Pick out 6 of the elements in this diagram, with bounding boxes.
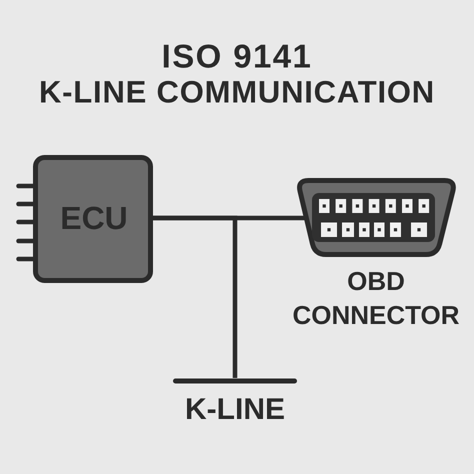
- component-label: ECU: [60, 202, 128, 234]
- title: ISO 9141: [162, 40, 312, 72]
- bus-label: K-LINE: [185, 395, 285, 425]
- subtitle: K-LINE COMMUNICATION: [39, 76, 435, 108]
- component-label: OBD CONNECTOR: [291, 265, 461, 332]
- connector-line: [153, 216, 238, 378]
